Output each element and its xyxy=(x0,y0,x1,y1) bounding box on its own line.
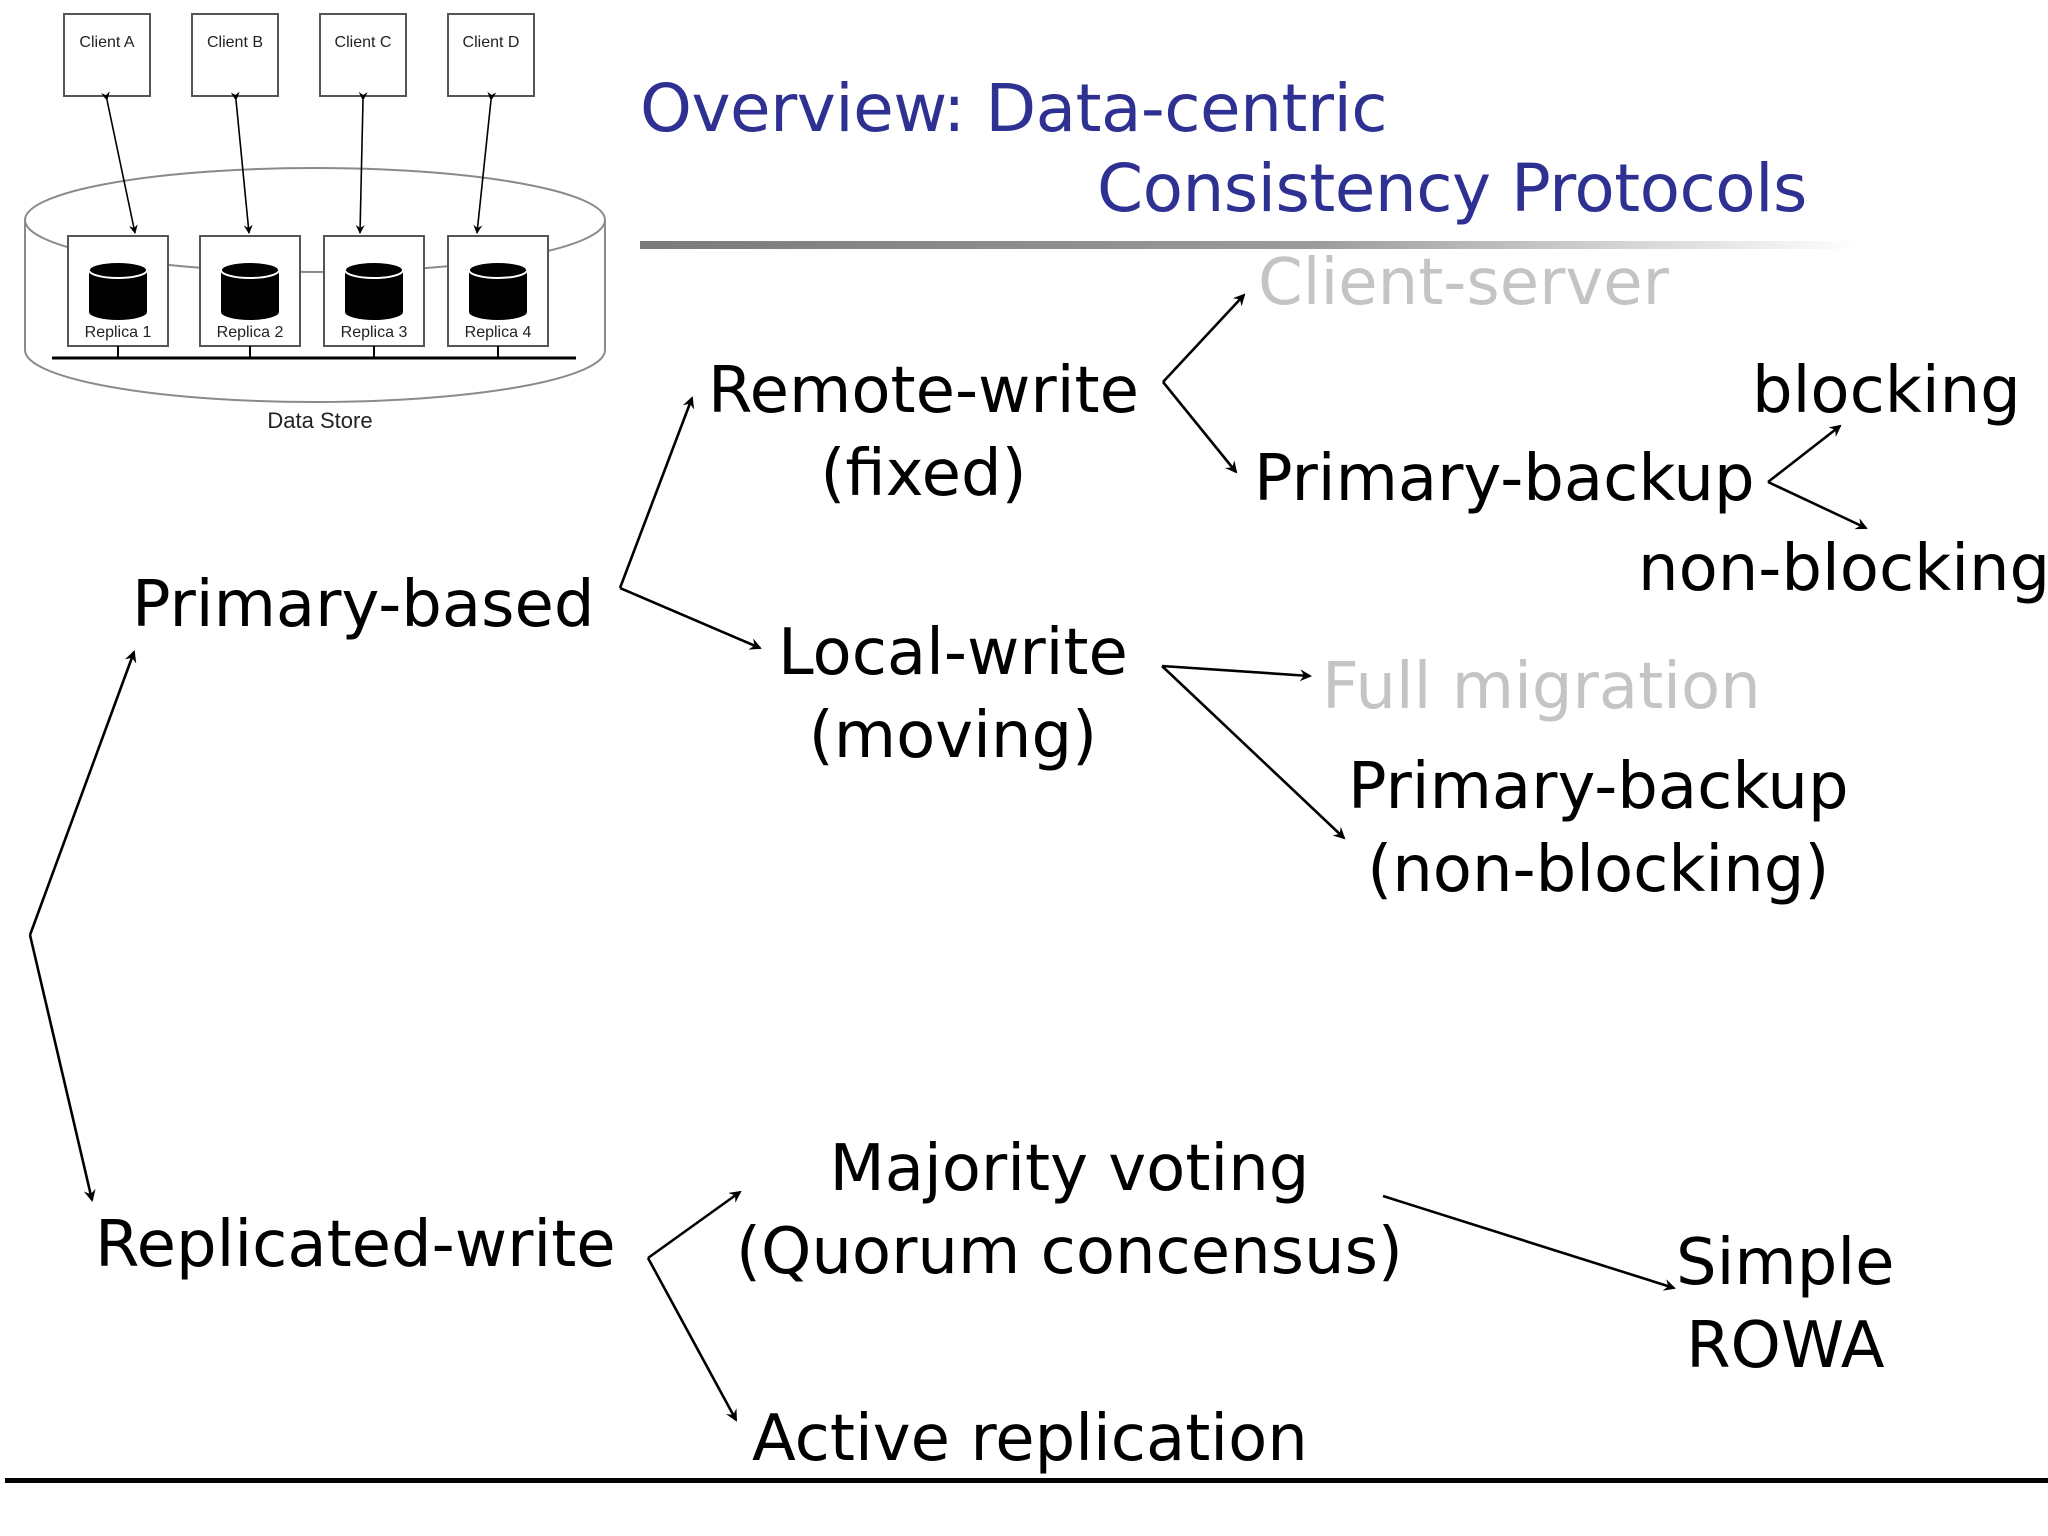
arrow-to-replicated-write xyxy=(28,934,96,1202)
node-primary-backup-nonblocking-line1: Primary-backup xyxy=(1348,750,1849,824)
node-primary-backup-nonblocking-line2: (non-blocking) xyxy=(1367,833,1830,908)
slide-title-line1: Overview: Data-centric xyxy=(640,70,1388,147)
client-b-label: Client B xyxy=(207,34,263,51)
database-icon xyxy=(88,261,148,320)
node-replicated-write: Replicated-write xyxy=(95,1208,616,1282)
node-local-write: Local-write (moving) xyxy=(778,612,1128,778)
client-a-box xyxy=(63,13,151,97)
arrow-to-local-write xyxy=(619,586,762,650)
replica-2-label: Replica 2 xyxy=(217,324,284,341)
client-replica-arrow xyxy=(473,91,497,234)
slide-title-line2: Consistency Protocols xyxy=(1097,150,1807,227)
node-majority-voting-line2: (Quorum concensus) xyxy=(736,1215,1403,1290)
arrow-to-simple-rowa xyxy=(1382,1194,1676,1291)
replica-1-box xyxy=(67,235,169,347)
node-primary-based: Primary-based xyxy=(132,568,595,642)
node-remote-write: Remote-write (fixed) xyxy=(708,350,1139,516)
node-local-write-line1: Local-write xyxy=(778,616,1128,690)
arrow-to-full-migration xyxy=(1161,664,1312,682)
node-simple-rowa-line2: ROWA xyxy=(1686,1309,1885,1384)
node-client-server: Client-server xyxy=(1258,246,1669,320)
title-underline xyxy=(640,241,1860,249)
client-a-label: Client A xyxy=(79,34,134,51)
datastore-figure: Client A Client B Client C Client D xyxy=(24,13,606,433)
node-non-blocking: non-blocking xyxy=(1638,532,2048,606)
node-primary-backup: Primary-backup xyxy=(1254,442,1755,516)
client-d-box xyxy=(447,13,535,97)
node-majority-voting: Majority voting (Quorum concensus) xyxy=(736,1128,1403,1294)
footer-rule xyxy=(5,1478,2048,1483)
replica-2-box xyxy=(199,235,301,347)
arrow-to-primary-backup xyxy=(1161,381,1238,474)
client-c-box xyxy=(319,13,407,97)
node-blocking: blocking xyxy=(1752,354,2021,428)
client-replica-arrow xyxy=(355,91,368,234)
node-local-write-line2: (moving) xyxy=(808,699,1098,774)
replica-3-label: Replica 3 xyxy=(341,324,408,341)
node-simple-rowa: Simple ROWA xyxy=(1676,1222,1895,1388)
database-icon xyxy=(468,261,528,320)
node-remote-write-line2: (fixed) xyxy=(820,437,1027,512)
node-simple-rowa-line1: Simple xyxy=(1676,1226,1895,1300)
arrow-to-majority-voting xyxy=(647,1190,742,1260)
arrow-to-primary-based xyxy=(28,650,137,936)
client-replica-arrow xyxy=(230,91,253,234)
node-remote-write-line1: Remote-write xyxy=(708,354,1139,428)
client-c-label: Client C xyxy=(335,34,392,51)
replica-4-label: Replica 4 xyxy=(465,324,532,341)
node-active-replication: Active replication xyxy=(752,1402,1308,1476)
client-d-label: Client D xyxy=(463,34,520,51)
arrow-to-active-replication xyxy=(646,1257,738,1422)
replica-1-label: Replica 1 xyxy=(85,324,152,341)
tree-arrows xyxy=(28,293,1868,1422)
database-icon xyxy=(344,261,404,320)
arrow-to-client-server xyxy=(1162,293,1246,383)
node-full-migration: Full migration xyxy=(1322,650,1761,724)
datastore-cylinder-top xyxy=(24,167,606,273)
datastore-cylinder-body xyxy=(24,220,606,403)
arrow-to-non-blocking xyxy=(1767,480,1868,530)
database-icon xyxy=(220,261,280,320)
client-replica-arrow xyxy=(100,91,138,234)
arrow-to-remote-write xyxy=(618,396,695,589)
node-primary-backup-nonblocking: Primary-backup (non-blocking) xyxy=(1348,746,1849,912)
arrow-to-blocking xyxy=(1767,424,1842,484)
arrow-to-primary-backup-nonblocking xyxy=(1161,665,1346,840)
datastore-caption: Data Store xyxy=(267,408,372,433)
node-majority-voting-line1: Majority voting xyxy=(829,1132,1310,1206)
client-b-box xyxy=(191,13,279,97)
